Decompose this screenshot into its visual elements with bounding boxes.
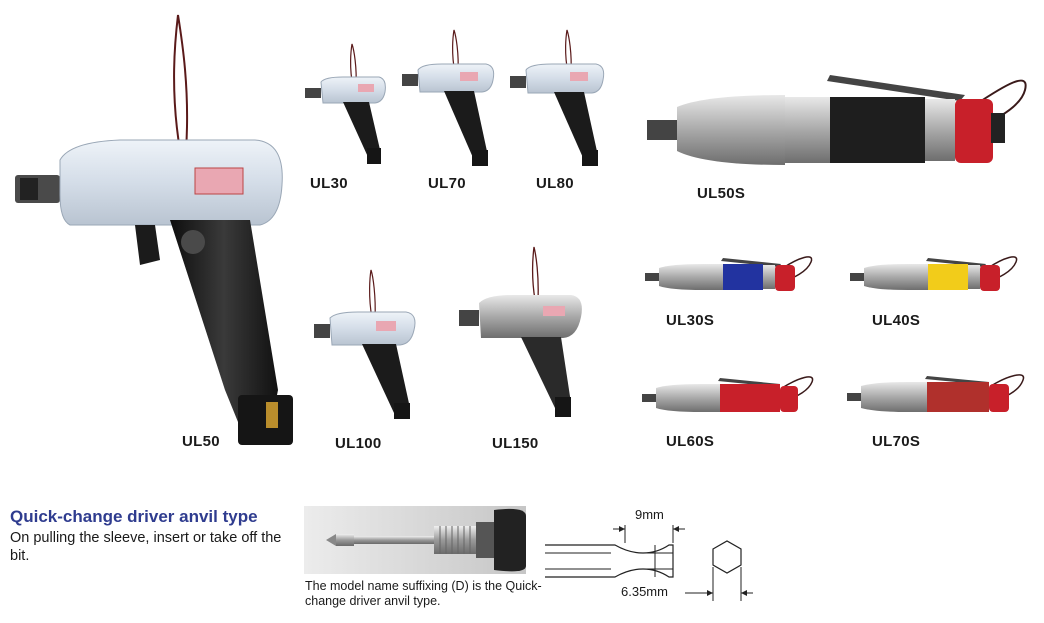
ul80-label: UL80 (536, 175, 574, 192)
ul150-tool-image (459, 246, 582, 417)
ul30s-tool-image (645, 256, 813, 291)
ul30-tool-image (305, 43, 386, 164)
ul30-label: UL30 (310, 175, 348, 192)
hex-dimension-label: 6.35mm (621, 584, 668, 599)
ul150-label: UL150 (492, 435, 539, 452)
ul30s-label: UL30S (666, 312, 715, 329)
ul50s-tool-image (647, 75, 1027, 165)
ul80-tool-image (510, 29, 605, 166)
quick-change-heading: Quick-change driver anvil type (10, 507, 258, 526)
quick-change-caption: The model name suffixing (D) is the Quic… (305, 579, 542, 608)
ul40s-tool-image (850, 256, 1018, 291)
groove-dimension-label: 9mm (635, 507, 664, 522)
ul60s-tool-image (642, 376, 814, 412)
ul70-label: UL70 (428, 175, 466, 192)
bit-dimension-diagram (545, 525, 753, 601)
ul50-label: UL50 (182, 433, 220, 450)
ul100-tool-image (314, 269, 416, 419)
ul70-tool-image (402, 29, 495, 166)
ul50s-label: UL50S (697, 185, 746, 202)
quick-change-description: On pulling the sleeve, insert or take of… (10, 530, 282, 564)
ul70s-tool-image (847, 374, 1025, 412)
ul100-label: UL100 (335, 435, 382, 452)
ul70s-label: UL70S (872, 433, 921, 450)
ul60s-label: UL60S (666, 433, 715, 450)
ul50-tool-image (15, 14, 293, 445)
quick-change-anvil-photo (304, 506, 526, 574)
ul40s-label: UL40S (872, 312, 921, 329)
